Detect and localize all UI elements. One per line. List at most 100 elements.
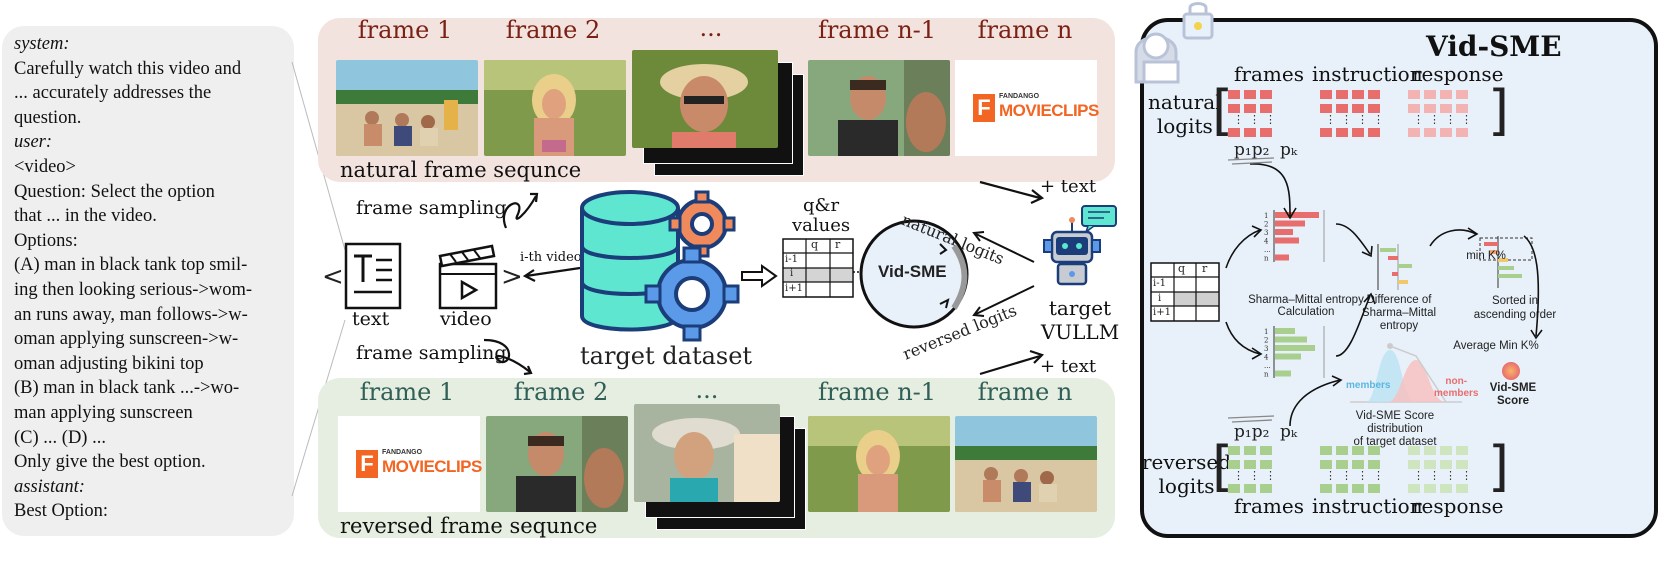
prompt-line: assistant: bbox=[14, 476, 85, 497]
logit-cell bbox=[1352, 460, 1364, 469]
reversed-logits-arrow bbox=[972, 285, 1035, 317]
qr-table-row-3: i+1 bbox=[785, 283, 803, 294]
reversed-frame-label-1: frame 1 bbox=[359, 378, 455, 406]
logit-cell bbox=[1228, 446, 1240, 455]
sorted-line2: ascending order bbox=[1473, 309, 1557, 321]
logit-cell bbox=[1440, 104, 1452, 113]
logit-cell bbox=[1352, 128, 1364, 137]
logit-cell bbox=[1424, 90, 1436, 99]
prompt-text: system:Carefully watch this video and...… bbox=[14, 32, 290, 524]
qr-values-line2: values bbox=[792, 215, 851, 236]
prompt-line: man applying sunscreen bbox=[14, 402, 193, 423]
natural-p-labels: p₁p₂ bbox=[1234, 140, 1270, 160]
logit-cell bbox=[1228, 104, 1240, 113]
logit-cell bbox=[1368, 460, 1380, 469]
logit-cell bbox=[1244, 128, 1256, 137]
reversed-frame-label-ellipsis: ... bbox=[695, 376, 719, 404]
plus-text-top-arrow bbox=[979, 180, 1045, 205]
logit-ellipsis: ⋮ bbox=[1265, 113, 1276, 126]
bar-row-label: 2 bbox=[1264, 221, 1268, 229]
logit-ellipsis: ⋮ bbox=[1445, 113, 1456, 126]
non-members-line1: non- bbox=[1445, 376, 1468, 387]
logit-cell bbox=[1424, 484, 1436, 493]
frame-sampling-down-arrow bbox=[483, 338, 533, 376]
target-model-line1: target bbox=[1048, 296, 1112, 320]
prompt-line: Carefully watch this video and bbox=[14, 58, 242, 79]
logit-cell bbox=[1320, 104, 1332, 113]
logit-cell bbox=[1456, 90, 1468, 99]
natural-bracket-right: ] bbox=[1488, 79, 1510, 142]
difference-line2: Sharma–Mittal bbox=[1361, 307, 1437, 319]
natural-frame-1-image bbox=[336, 60, 478, 156]
min-k-label: min K% bbox=[1466, 250, 1506, 262]
logit-cell bbox=[1320, 446, 1332, 455]
logo-line1: FANDANGO bbox=[999, 93, 1040, 100]
prompt-line: <video> bbox=[14, 156, 76, 177]
target-model-line2: VULLM bbox=[1040, 320, 1120, 344]
prompt-line: oman adjusting bikini top bbox=[14, 353, 204, 374]
prompt-line: question. bbox=[14, 107, 82, 128]
prompt-line: Only give the best option. bbox=[14, 452, 206, 473]
logit-cell bbox=[1228, 128, 1240, 137]
logit-cell bbox=[1424, 460, 1436, 469]
logit-ellipsis: ⋮ bbox=[1429, 469, 1440, 482]
logit-ellipsis: ⋮ bbox=[1341, 113, 1352, 126]
logit-cell bbox=[1260, 484, 1272, 493]
logit-cell bbox=[1352, 484, 1364, 493]
logit-cell bbox=[1228, 460, 1240, 469]
logit-cell bbox=[1440, 128, 1452, 137]
logit-cell bbox=[1424, 128, 1436, 137]
reversed-p-labels: p₁p₂ bbox=[1234, 422, 1270, 442]
qr-table-row-2: i bbox=[790, 268, 794, 279]
logit-ellipsis: ⋮ bbox=[1249, 469, 1260, 482]
logit-cell bbox=[1244, 90, 1256, 99]
logit-cell bbox=[1456, 460, 1468, 469]
logit-ellipsis: ⋮ bbox=[1373, 113, 1384, 126]
bottom-header-response: response bbox=[1412, 494, 1504, 518]
bar-row-label: 4 bbox=[1264, 238, 1269, 246]
non-members-label: non- members bbox=[1434, 376, 1478, 400]
bar-row-label: n bbox=[1264, 371, 1269, 379]
qr-values-label: q&r values bbox=[792, 196, 850, 236]
target-dataset-label: target dataset bbox=[580, 342, 753, 370]
ith-video-arrow bbox=[522, 266, 581, 282]
target-model-label: target VULLM bbox=[1040, 296, 1120, 344]
entropy-calc-label: Sharma–Mittal entropy Calculation bbox=[1248, 294, 1364, 318]
robot-icon bbox=[1043, 205, 1117, 286]
natural-frame-n-1-image bbox=[808, 60, 950, 156]
plus-text-bottom-arrow bbox=[979, 349, 1045, 376]
logit-cell bbox=[1424, 446, 1436, 455]
natural-logits-arrow bbox=[972, 231, 1035, 263]
logit-ellipsis: ⋮ bbox=[1249, 113, 1260, 126]
reversed-frame-label-2: frame 2 bbox=[513, 378, 609, 406]
top-header-instruction: instruction bbox=[1312, 62, 1423, 86]
bar-row-label: 2 bbox=[1264, 337, 1268, 345]
logit-cell bbox=[1456, 446, 1468, 455]
logit-ellipsis: ⋮ bbox=[1341, 469, 1352, 482]
logit-cell bbox=[1260, 90, 1272, 99]
qr-table-header-q: q bbox=[811, 238, 819, 251]
sorted-line1: Sorted in bbox=[1491, 295, 1539, 307]
logit-ellipsis: ⋮ bbox=[1357, 469, 1368, 482]
logit-cell bbox=[1440, 446, 1452, 455]
vidsme-panel-title: Vid-SME bbox=[1426, 30, 1562, 63]
logo-line2: MOVIECLIPS bbox=[382, 457, 482, 476]
vidsme-panel bbox=[1140, 18, 1658, 538]
reversed-frame-label-n: frame n bbox=[977, 378, 1073, 406]
reversed-bracket-left: [ bbox=[1212, 435, 1234, 498]
logit-cell bbox=[1424, 104, 1436, 113]
logit-cell bbox=[1260, 446, 1272, 455]
prompt-line: (B) man in black tank ...->wo- bbox=[14, 378, 240, 399]
logit-ellipsis: ⋮ bbox=[1357, 113, 1368, 126]
bar-row-label: ... bbox=[1264, 246, 1271, 254]
distribution-line1: Vid-SME Score distribution bbox=[1355, 410, 1435, 435]
prompt-line: Options: bbox=[14, 230, 78, 251]
bar-row-label: n bbox=[1264, 255, 1269, 263]
logit-cell bbox=[1260, 104, 1272, 113]
bottom-header-frames: frames bbox=[1234, 494, 1304, 518]
logit-cell bbox=[1408, 484, 1420, 493]
entropy-bar bbox=[1275, 220, 1305, 227]
natural-bracket-left: [ bbox=[1212, 79, 1234, 142]
score-line1: Vid-SME bbox=[1489, 382, 1537, 394]
